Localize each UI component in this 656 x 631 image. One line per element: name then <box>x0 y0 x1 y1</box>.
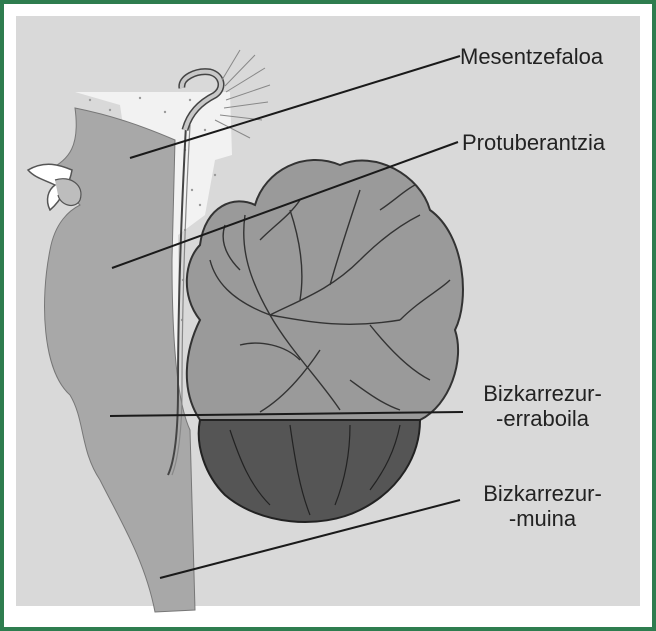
label-spinal-line2: -muina <box>460 506 625 531</box>
label-medulla-line1: Bizkarrezur- <box>460 381 625 406</box>
label-spinal-cord: Bizkarrezur- -muina <box>460 481 625 532</box>
label-medulla-line2: -erraboila <box>460 406 625 431</box>
label-pons: Protuberantzia <box>462 130 605 155</box>
label-medulla: Bizkarrezur- -erraboila <box>460 381 625 432</box>
label-spinal-line1: Bizkarrezur- <box>460 481 625 506</box>
label-mesencephalon: Mesentzefaloa <box>460 44 603 69</box>
